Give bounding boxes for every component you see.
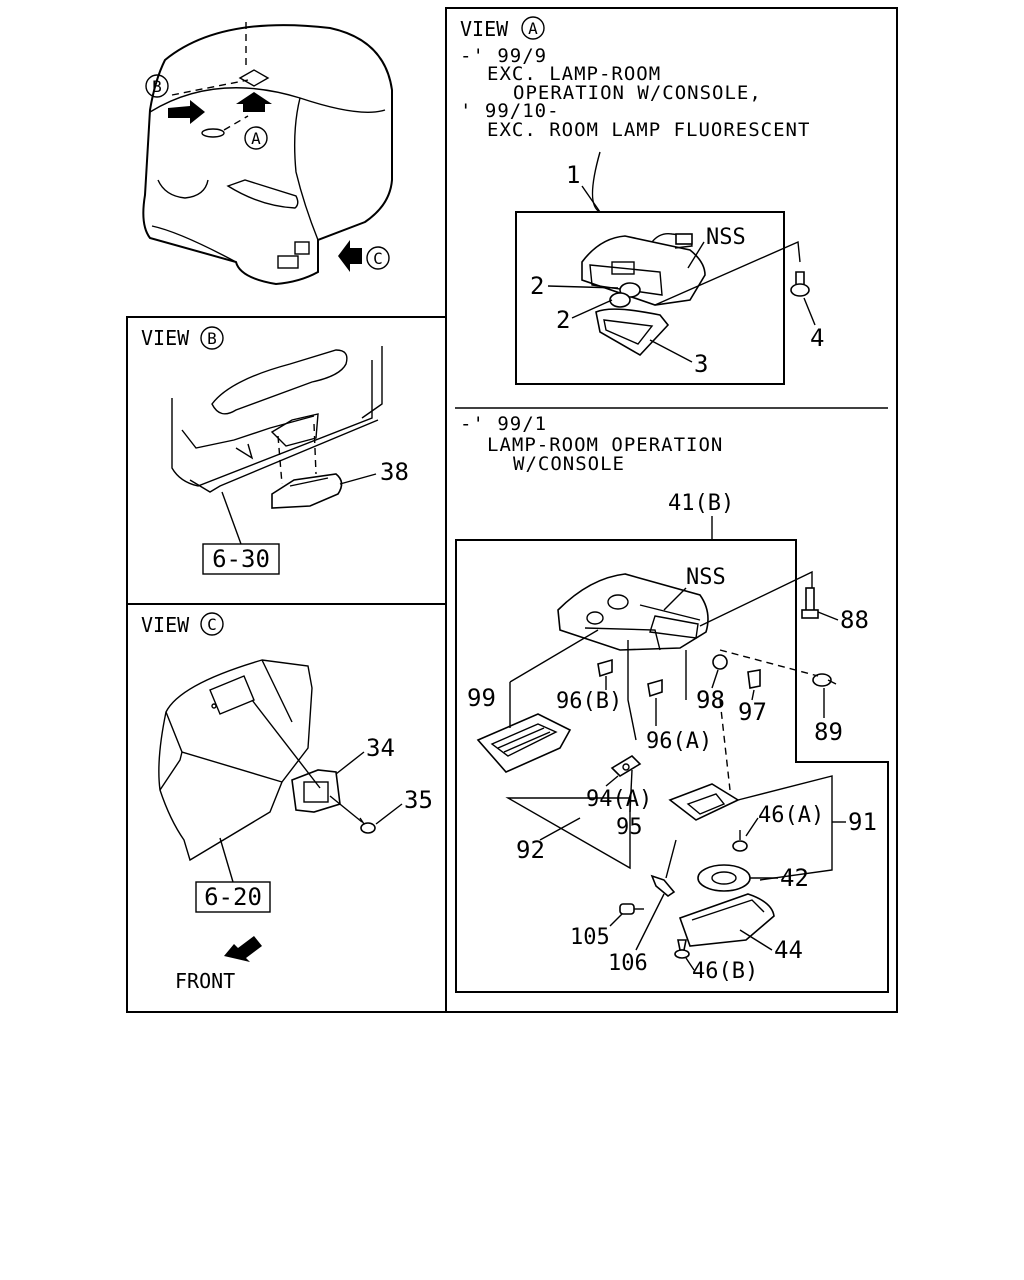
ref-box-6-20: 6-20 (195, 837, 271, 913)
clip-98 (712, 654, 728, 670)
svg-text:A: A (251, 129, 261, 148)
mark-b-callout: B (145, 74, 169, 98)
console-assembly-frame (455, 539, 889, 993)
bracket-91-outline (737, 775, 833, 881)
lens-44 (678, 893, 775, 947)
view-c-direction-arrow (338, 240, 362, 272)
part-label-97: 97 (738, 698, 767, 726)
view-c-header: VIEW C (141, 612, 224, 637)
part-label-96b: 96(B) (556, 689, 622, 714)
nss-label-upper: NSS (706, 225, 746, 250)
view-b-drawing (171, 346, 383, 509)
part-label-3: 3 (694, 350, 708, 378)
view-a-lamp-assembly (515, 151, 810, 385)
part-label-105: 105 (570, 925, 610, 950)
ref-box-6-30: 6-30 (202, 491, 280, 575)
part-label-38: 38 (380, 458, 409, 486)
view-b-header: VIEW B (141, 326, 224, 350)
screw-89 (812, 673, 837, 687)
svg-text:B: B (207, 329, 217, 348)
part-label-99: 99 (467, 684, 496, 712)
bracket-92-outline (505, 797, 631, 870)
svg-text:C: C (207, 615, 217, 634)
svg-text:A: A (528, 19, 538, 38)
svg-text:LAMP-ROOM OPERATION: LAMP-ROOM OPERATION (487, 434, 723, 456)
part-label-96a: 96(A) (646, 729, 712, 754)
part-label-1: 1 (566, 161, 580, 189)
lens-99 (476, 713, 572, 773)
pad-96a (647, 678, 663, 698)
view-a-header: VIEW A -' 99/9 EXC. LAMP-ROOM OPERATION … (460, 16, 810, 141)
mark-c-callout: C (366, 246, 390, 270)
svg-text:' 99/10-: ' 99/10- (460, 100, 560, 122)
part-label-89: 89 (814, 718, 843, 746)
view-c-drawing (158, 659, 376, 862)
screw-46a (732, 830, 748, 852)
svg-text:VIEW: VIEW (460, 17, 509, 41)
part-label-88: 88 (840, 606, 869, 634)
part-label-41b: 41(B) (668, 491, 734, 516)
part-label-94a: 94(A) (586, 787, 652, 812)
panel-frames (126, 7, 898, 1013)
part-label-92: 92 (516, 836, 545, 864)
svg-text:EXC. ROOM LAMP FLUORESCENT: EXC. ROOM LAMP FLUORESCENT (487, 119, 810, 141)
clip-97 (747, 669, 761, 689)
part-label-34: 34 (366, 734, 395, 762)
svg-text:6-20: 6-20 (204, 883, 262, 911)
svg-text:VIEW: VIEW (141, 326, 190, 350)
svg-text:-' 99/9: -' 99/9 (460, 45, 547, 67)
part-label-95: 95 (616, 815, 643, 840)
part-label-42: 42 (780, 864, 809, 892)
view-a-direction-arrow (236, 92, 272, 112)
svg-text:W/CONSOLE: W/CONSOLE (513, 453, 625, 475)
part-label-4: 4 (810, 324, 824, 352)
part-label-46b: 46(B) (692, 959, 758, 984)
front-label: FRONT (175, 969, 235, 993)
part-label-91: 91 (848, 808, 877, 836)
svg-text:6-30: 6-30 (212, 545, 270, 573)
part-label-2b: 2 (556, 306, 570, 334)
nss-label-lower: NSS (686, 565, 726, 590)
console-housing (557, 570, 813, 651)
part-label-44: 44 (774, 936, 803, 964)
view-b-direction-arrow (168, 100, 205, 124)
part-label-35: 35 (404, 786, 433, 814)
svg-text:OPERATION W/CONSOLE,: OPERATION W/CONSOLE, (513, 82, 762, 104)
part-label-46a: 46(A) (758, 803, 824, 828)
svg-text:C: C (373, 249, 383, 268)
svg-text:B: B (152, 77, 162, 96)
mark-a-callout: A (244, 126, 268, 150)
view-a-lower-notes: -' 99/1 LAMP-ROOM OPERATION W/CONSOLE (460, 413, 723, 475)
svg-text:EXC. LAMP-ROOM: EXC. LAMP-ROOM (487, 63, 661, 85)
part-label-2a: 2 (530, 272, 544, 300)
gasket-42 (697, 864, 751, 892)
terminal-106 (650, 839, 677, 897)
svg-text:-' 99/1: -' 99/1 (460, 413, 547, 435)
switch-harness-94 (610, 640, 642, 778)
screw-46b (674, 939, 690, 959)
cab-overview-drawing (142, 22, 393, 286)
front-direction-arrow (224, 936, 262, 962)
svg-text:VIEW: VIEW (141, 613, 190, 637)
part-label-106: 106 (608, 951, 648, 976)
pad-96b (597, 658, 613, 678)
bulb-105 (619, 903, 644, 915)
bolt-88 (801, 587, 819, 619)
